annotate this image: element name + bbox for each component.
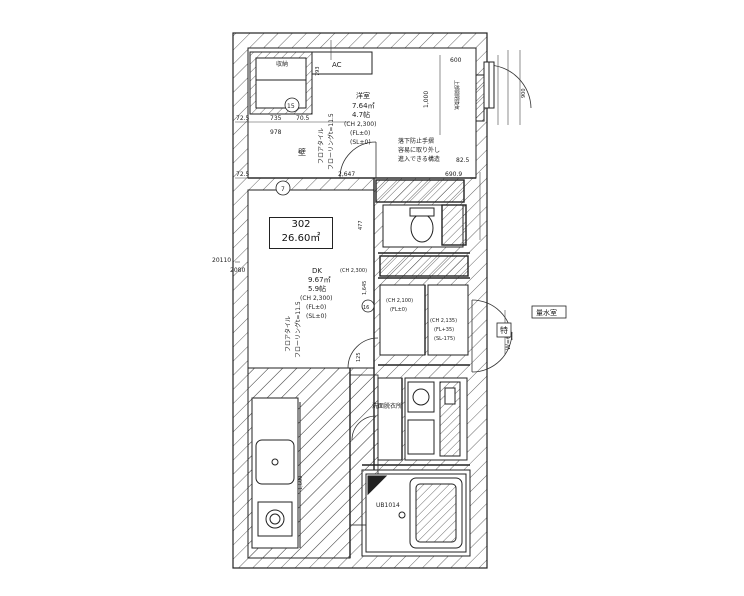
- dim-705: 70.5: [296, 115, 310, 122]
- section-markers: 15 7 16: [275, 97, 375, 313]
- marker-16: 16: [363, 305, 369, 311]
- dim-477: 477: [358, 220, 364, 230]
- ch-2300-label: (CH 2,300): [340, 268, 367, 274]
- dim-735: 735: [270, 115, 282, 122]
- ch-2135-label: (CH 2,135): [430, 318, 457, 324]
- dim-725: 72.5: [236, 115, 250, 122]
- western-room-sl: (SL±0): [350, 139, 371, 146]
- dimension-texts: 600 793 735 70.5 978 72.5 72.5 2,647 690…: [212, 57, 527, 490]
- western-room-fl: (FL±0): [350, 130, 370, 137]
- dk-area: 9.67㎡: [308, 276, 331, 284]
- w600-label: W=600: [505, 327, 512, 350]
- dim-900: 900: [521, 88, 527, 98]
- western-room-ch: (CH 2,300): [344, 121, 376, 128]
- meter-room-label: 量水室: [536, 308, 557, 317]
- kitchen-counter: [251, 397, 301, 549]
- dk-floor-note-2: フローリングt=11.5: [294, 301, 302, 358]
- toilet: [409, 207, 435, 243]
- dim-1000: 1,000: [423, 91, 430, 108]
- fall-note-1: 落下防止手摺: [398, 137, 434, 145]
- dim-725b: 72.5: [236, 171, 250, 178]
- dim-6909: 690.9: [445, 171, 462, 178]
- washroom-fixtures: [407, 381, 461, 457]
- dim-125: 125: [356, 352, 362, 362]
- closet: [249, 51, 373, 115]
- dk-fl: (FL±0): [306, 304, 326, 311]
- dim-793: 793: [315, 66, 321, 76]
- open-note: 上部開閉換気: [453, 80, 460, 110]
- fl35-label: (FL+35): [434, 327, 454, 333]
- western-room-floor-note: フロアタイル: [317, 128, 325, 164]
- marker-15: 15: [287, 103, 295, 110]
- ch-2100-label: (CH 2,100): [386, 298, 413, 304]
- western-room-tatami: 4.7帖: [352, 110, 370, 119]
- wall-mark: 壁: [298, 147, 306, 157]
- dk-name: DK: [312, 267, 322, 275]
- western-room-floor-note-2: フローリングt=11.5: [327, 113, 335, 170]
- dim-825: 82.5: [456, 157, 470, 164]
- dim-600: 600: [450, 57, 462, 64]
- unit-bath: [365, 473, 467, 553]
- fl0-label: (FL±0): [390, 307, 407, 313]
- dimension-lines: [235, 40, 521, 355]
- fall-note-3: 進入できる構造: [398, 155, 440, 163]
- special-label: 特: [500, 325, 508, 335]
- dk-floor-note: フロアタイル: [284, 316, 292, 352]
- unit-area-box: 302 26.60㎡: [269, 217, 333, 249]
- dim-2010: 20110: [212, 257, 231, 264]
- dim-978: 978: [270, 129, 282, 136]
- fall-note-2: 容易に取り外し: [398, 146, 440, 154]
- dk-ch: (CH 2,300): [300, 295, 332, 302]
- dk-tatami: 5.9帖: [308, 284, 326, 293]
- dk-sl: (SL±0): [306, 313, 327, 320]
- dim-1600: 1,600: [298, 476, 304, 490]
- meter-room-tag: 量水室 特: [496, 305, 567, 338]
- unit-area: 26.60㎡: [281, 233, 321, 244]
- balcony-window: [475, 61, 495, 122]
- partition-walls: [248, 177, 476, 558]
- dim-2647: 2,647: [338, 171, 355, 178]
- dim-2080: 2080: [230, 267, 245, 274]
- ac-label: AC: [332, 61, 342, 69]
- unit-number: 302: [291, 219, 311, 230]
- marker-7: 7: [281, 186, 285, 193]
- sl175-label: (SL-175): [434, 336, 455, 342]
- bath-label: UB1014: [376, 502, 400, 509]
- western-room-area: 7.64㎡: [352, 102, 375, 110]
- closet-label: 収納: [276, 60, 288, 68]
- room-labels: 洋室 7.64㎡ 4.7帖 (CH 2,300) (FL±0) (SL±0) フ…: [276, 60, 512, 509]
- dim-1645: 1,645: [362, 281, 368, 295]
- washroom-label: 洗面脱衣所: [372, 402, 402, 410]
- western-room-name: 洋室: [356, 91, 370, 100]
